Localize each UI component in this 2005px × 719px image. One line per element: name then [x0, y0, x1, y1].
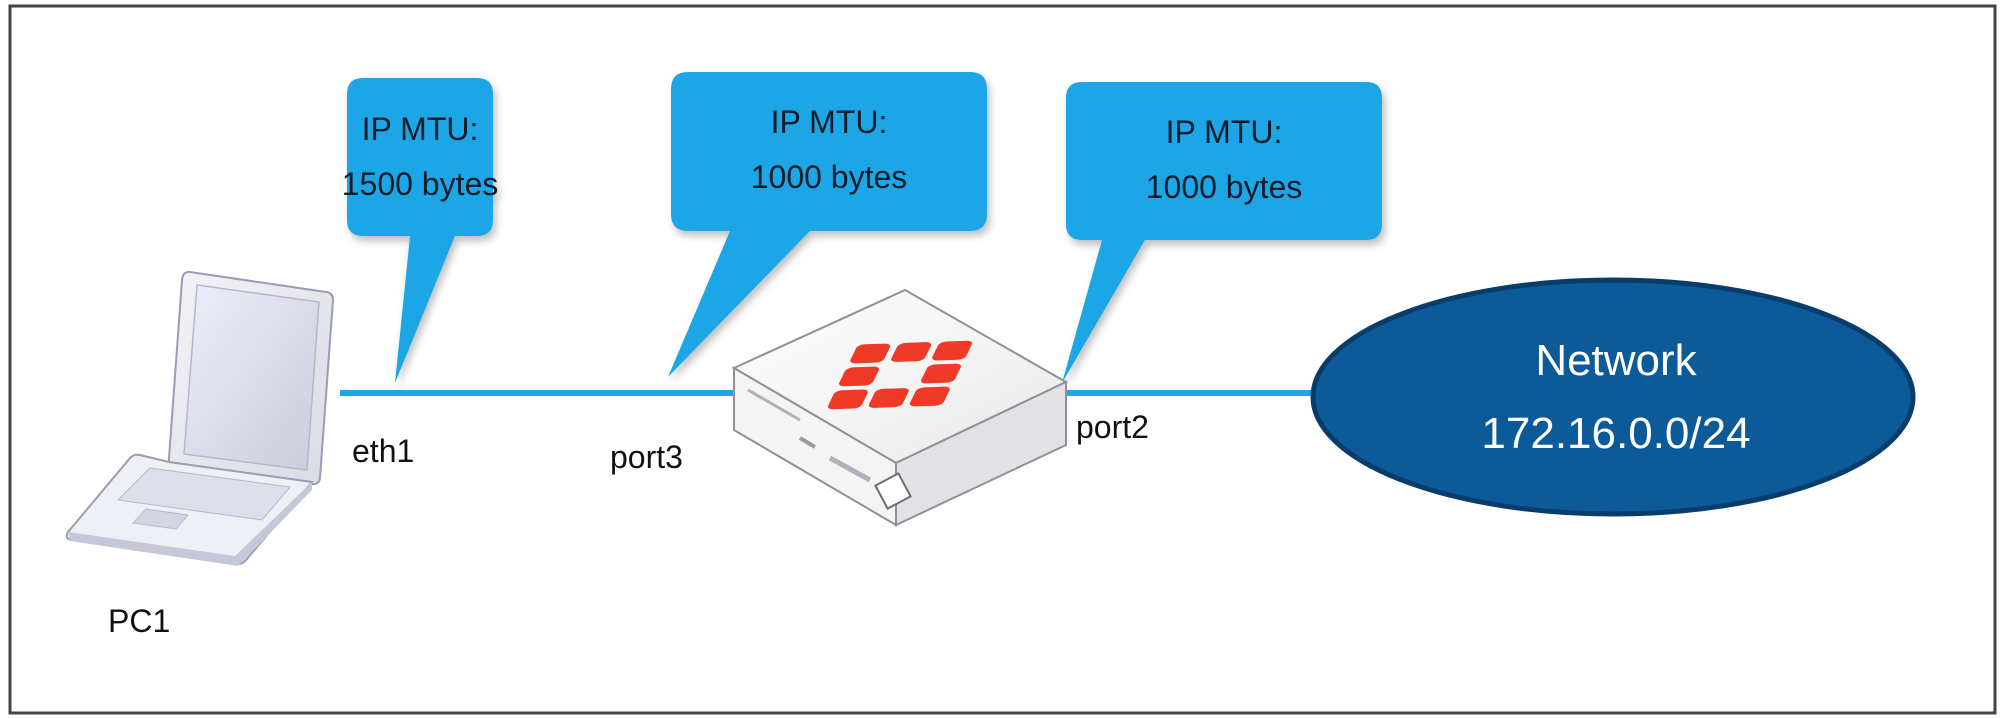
callout-port3-mtu: IP MTU: 1000 bytes — [668, 72, 987, 377]
firewall-vent — [747, 388, 801, 422]
callout-label: IP MTU: — [1166, 114, 1283, 150]
laptop-base-edge — [68, 482, 312, 566]
callout-eth1-mtu: IP MTU: 1500 bytes — [342, 78, 499, 383]
network-shape — [1310, 277, 1916, 517]
firewall-port-block — [874, 472, 912, 510]
callout-bubble — [1062, 82, 1382, 383]
laptop-keyboard — [116, 467, 291, 521]
logo-block — [839, 366, 880, 387]
interface-label-port2: port2 — [1076, 409, 1149, 445]
interface-label-eth1: eth1 — [352, 433, 414, 469]
laptop-screen — [183, 284, 320, 471]
callout-label: IP MTU: — [362, 111, 479, 147]
callout-bubble — [668, 72, 987, 377]
fortinet-logo — [827, 340, 973, 410]
firewall-vent — [828, 455, 872, 483]
network-title: Network — [1535, 336, 1697, 385]
pc-name-label: PC1 — [108, 603, 170, 639]
logo-block — [868, 388, 909, 408]
logo-block — [909, 386, 950, 407]
callout-value: 1000 bytes — [1146, 169, 1303, 205]
callout-label: IP MTU: — [771, 104, 888, 140]
callout-value: 1500 bytes — [342, 166, 499, 202]
callout-value: 1000 bytes — [751, 159, 908, 195]
logo-block — [827, 389, 868, 410]
interface-label-port3: port3 — [610, 439, 683, 475]
logo-block — [891, 342, 932, 362]
logo-block — [850, 343, 891, 364]
network-subnet: 172.16.0.0/24 — [1481, 409, 1750, 458]
fortigate-firewall-icon — [731, 288, 1069, 527]
logo-block — [932, 340, 973, 361]
logo-block — [920, 363, 961, 384]
laptop-icon — [65, 270, 335, 566]
diagram-frame — [8, 4, 1997, 715]
callout-port2-mtu: IP MTU: 1000 bytes — [1062, 82, 1382, 383]
laptop-touchpad — [131, 508, 189, 530]
firewall-vent — [798, 436, 817, 449]
callout-bubble — [347, 78, 493, 383]
network-cloud-ellipse: Network 172.16.0.0/24 — [1310, 277, 1916, 517]
